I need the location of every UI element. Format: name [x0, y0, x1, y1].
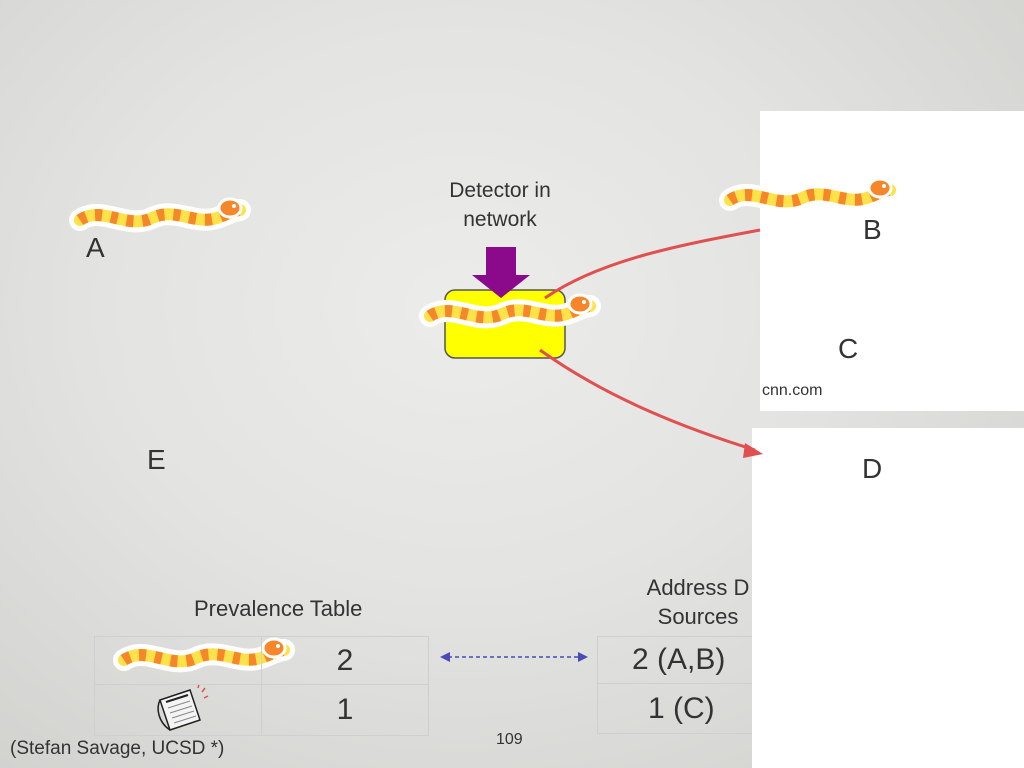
- white-panel-upper: [760, 111, 1024, 411]
- address-value-cell: 1 (C): [597, 683, 758, 734]
- detector-label-line2: network: [463, 208, 537, 231]
- table-row: 2 (A,B): [597, 636, 758, 684]
- node-label-b: B: [863, 214, 882, 245]
- arrow-to-d-head: [743, 443, 763, 458]
- address-table-title: Address D Sources: [634, 573, 762, 631]
- table-row: 1: [94, 684, 429, 736]
- footer-credit: (Stefan Savage, UCSD *): [10, 738, 225, 759]
- address-table-title-line1: Address D: [646, 575, 750, 600]
- node-label-a: A: [86, 232, 105, 263]
- address-table-title-line2: Sources: [657, 604, 739, 629]
- prevalence-icon-cell: [94, 636, 262, 685]
- node-label-d: D: [862, 453, 883, 484]
- node-label-e: E: [147, 444, 166, 475]
- node-label-c-site: cnn.com: [762, 382, 823, 399]
- node-label-c: C: [838, 333, 859, 364]
- prevalence-icon-cell: [94, 684, 262, 736]
- detector-arrow: [472, 247, 530, 298]
- table-link-arrow: [440, 652, 588, 662]
- detector-label-line1: Detector in: [449, 179, 551, 202]
- address-value-cell: 2 (A,B): [597, 636, 758, 684]
- table-row: 1 (C): [597, 683, 758, 734]
- white-panel-lower-cover: [752, 560, 1024, 768]
- worm-icon-a: [80, 199, 241, 221]
- detector-label: Detector in network: [430, 176, 570, 234]
- table-row: 2: [94, 636, 429, 685]
- page-number: 109: [496, 731, 523, 748]
- prevalence-count-cell: 2: [261, 636, 429, 685]
- worm-icon-b: [730, 179, 891, 201]
- prevalence-count-cell: 1: [261, 684, 429, 736]
- arrow-to-b: [544, 228, 761, 300]
- prevalence-table-title: Prevalence Table: [194, 596, 363, 621]
- arrow-to-d: [539, 348, 756, 452]
- address-table: 2 (A,B) 1 (C): [597, 636, 758, 734]
- prevalence-table: 2 1: [94, 636, 429, 736]
